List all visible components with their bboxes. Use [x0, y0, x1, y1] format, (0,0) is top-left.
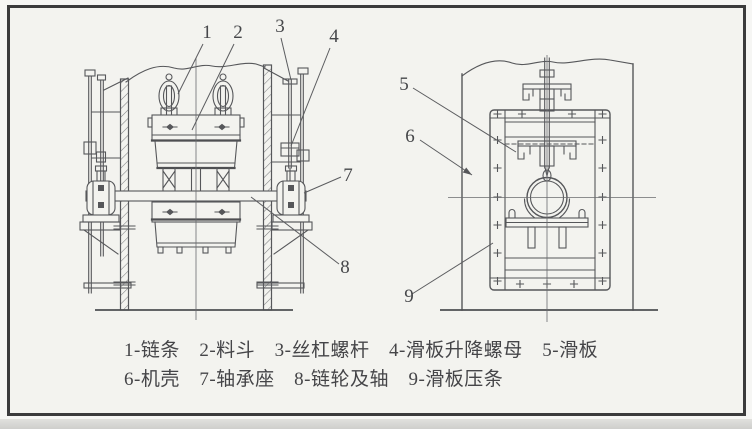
figure-border: [7, 5, 746, 416]
legend-line-1: 1-链条 2-料斗 3-丝杠螺杆 4-滑板升降螺母 5-滑板: [124, 340, 599, 361]
callout-7: 7: [343, 165, 353, 186]
callout-3: 3: [275, 16, 285, 37]
callout-6: 6: [405, 126, 415, 147]
side-view: [440, 55, 658, 322]
leader-lines: [177, 37, 517, 295]
callout-numbers: 1 2 3 4 5 6 7 8 9: [202, 16, 415, 307]
callout-8: 8: [340, 257, 350, 278]
lifting-nut: [280, 142, 300, 157]
legend-line-2: 6-机壳 7-轴承座 8-链轮及轴 9-滑板压条: [124, 369, 504, 390]
break-line: [125, 62, 266, 83]
callout-5: 5: [399, 74, 409, 95]
callout-9: 9: [404, 286, 414, 307]
bolt-marks: [493, 109, 607, 289]
callout-1: 1: [202, 22, 212, 43]
casing-wall-lines: [461, 63, 634, 311]
support-brackets: [79, 221, 313, 255]
bearing-seat-left: [82, 165, 120, 223]
callout-2: 2: [233, 22, 243, 43]
front-view: [79, 58, 313, 320]
scan-edge-artifact: [0, 419, 752, 429]
slide-plate-frame: [489, 109, 611, 291]
break-line-side: [461, 58, 634, 77]
callout-4: 4: [329, 26, 339, 47]
arrowhead-6: [462, 167, 472, 175]
